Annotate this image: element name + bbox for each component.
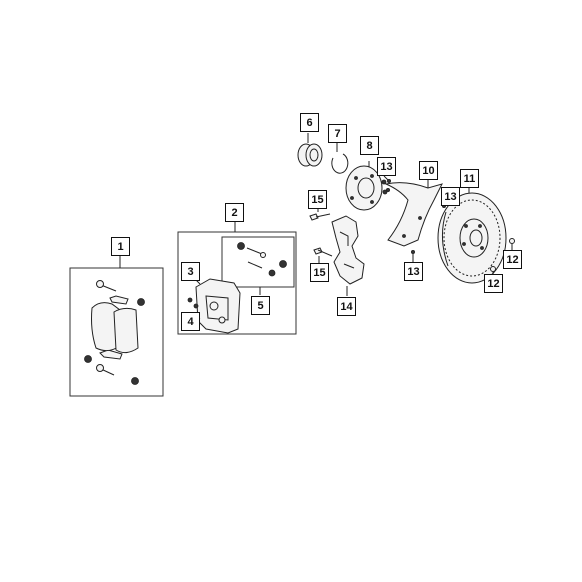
snap-ring [331,143,349,174]
callout-8[interactable]: 8 [360,136,379,155]
small-fasteners [385,178,515,272]
callout-13-hub[interactable]: 13 [377,157,396,176]
callout-2[interactable]: 2 [225,203,244,222]
caliper-kit [177,222,297,335]
wheel-bearing [297,133,323,167]
dust-shield [384,180,443,247]
callout-4[interactable]: 4 [181,312,200,331]
callout-5[interactable]: 5 [251,296,270,315]
callout-13-shield[interactable]: 13 [441,187,460,206]
callout-11[interactable]: 11 [460,169,479,188]
brake-pad-kit [69,256,164,397]
callout-14[interactable]: 14 [337,297,356,316]
callout-15-lower[interactable]: 15 [310,263,329,282]
callout-12-lower[interactable]: 12 [484,274,503,293]
hub [345,161,388,211]
callout-3[interactable]: 3 [181,262,200,281]
callout-7[interactable]: 7 [328,124,347,143]
callout-1[interactable]: 1 [111,237,130,256]
callout-10[interactable]: 10 [419,161,438,180]
callout-6[interactable]: 6 [300,113,319,132]
callout-15-upper[interactable]: 15 [308,190,327,209]
callout-13-lower[interactable]: 13 [404,262,423,281]
bracket-bolts [309,213,333,257]
brake-rotor [437,188,507,284]
caliper-bracket [331,215,365,296]
callout-12-upper[interactable]: 12 [503,250,522,269]
